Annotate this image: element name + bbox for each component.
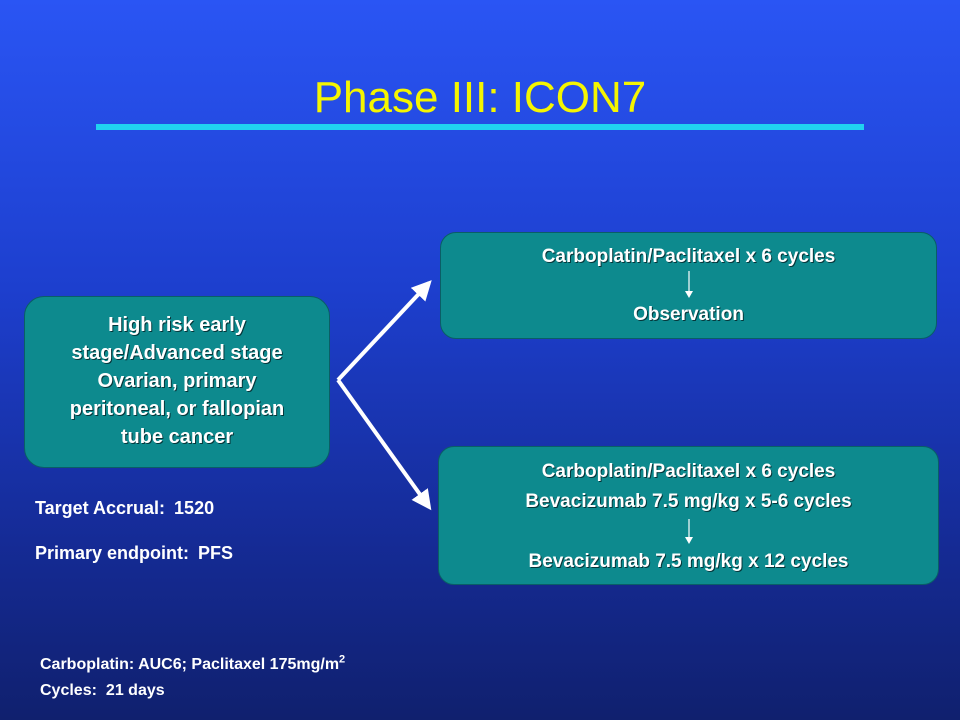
population-box: High risk early stage/Advanced stage Ova… (24, 296, 330, 468)
arm-2-chemo-text: Carboplatin/Paclitaxel x 6 cycles (541, 461, 836, 482)
target-accrual: Target Accrual: 1520 (35, 497, 214, 519)
primary-endpoint-value: PFS (198, 543, 234, 563)
dosing-text: Carboplatin: AUC6; Paclitaxel 175mg/m (40, 656, 340, 673)
population-line: tube cancer (120, 426, 234, 448)
dosing-superscript: 2 (339, 653, 346, 666)
arm-2-bev-induction-text: Bevacizumab 7.5 mg/kg x 5-6 cycles (525, 491, 852, 512)
arrow-to-bevacizumab-arm (336, 378, 432, 511)
cycles-footnote: Cycles: 21 days (40, 681, 165, 701)
down-arrow-icon (684, 519, 693, 544)
dosing-footnote: Carboplatin: AUC6; Paclitaxel 175mg/m2 (40, 653, 346, 675)
target-accrual-label: Target Accrual: (35, 498, 166, 518)
primary-endpoint-label: Primary endpoint: (35, 543, 190, 563)
arm-1-chemo-text: Carboplatin/Paclitaxel x 6 cycles (541, 246, 836, 267)
population-line: Ovarian, primary (97, 370, 257, 392)
population-line: High risk early (108, 314, 246, 336)
down-arrow-icon (684, 271, 693, 298)
arrow-to-observation-arm (336, 280, 432, 382)
observation-arm-box: Carboplatin/Paclitaxel x 6 cycles Observ… (440, 232, 937, 339)
population-line: stage/Advanced stage (71, 342, 283, 364)
population-line: peritoneal, or fallopian (69, 398, 285, 420)
cycles-value: 21 days (105, 682, 165, 699)
cycles-label: Cycles: (40, 682, 97, 699)
target-accrual-value: 1520 (174, 498, 215, 518)
primary-endpoint: Primary endpoint: PFS (35, 542, 233, 564)
arm-2-bev-maintenance-text: Bevacizumab 7.5 mg/kg x 12 cycles (528, 551, 849, 572)
title-underline (96, 124, 864, 130)
bevacizumab-arm-box: Carboplatin/Paclitaxel x 6 cycles Bevaci… (438, 446, 939, 585)
arm-1-maintenance-text: Observation (633, 304, 744, 325)
slide-title: Phase III: ICON7 (313, 73, 647, 122)
